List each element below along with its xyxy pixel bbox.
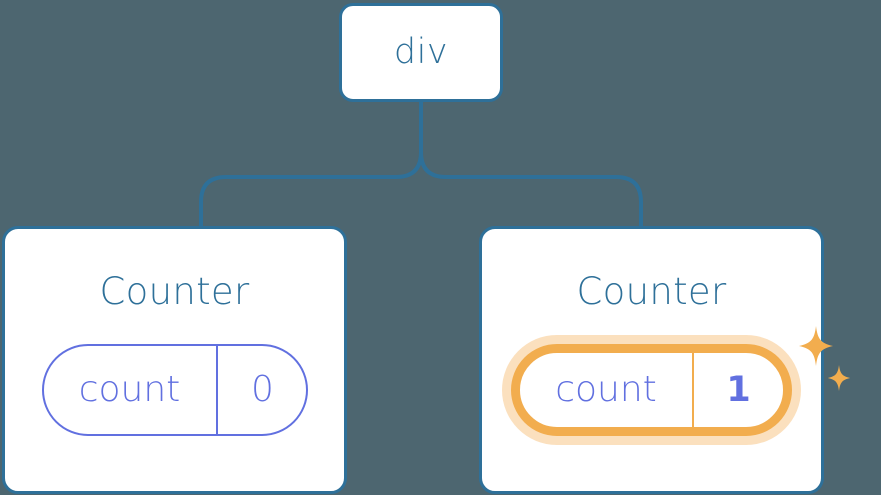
node-counter-left[interactable]: Counter count 0 bbox=[2, 226, 347, 494]
state-pill-right[interactable]: count 1 bbox=[511, 344, 792, 436]
state-key-right: count bbox=[555, 369, 657, 410]
node-counter-right[interactable]: Counter count 1 bbox=[479, 226, 851, 494]
state-divider-left bbox=[215, 346, 218, 434]
node-div[interactable]: div bbox=[339, 3, 503, 102]
state-divider-right bbox=[692, 353, 694, 427]
node-div-label: div bbox=[393, 32, 449, 72]
sparkle-group bbox=[799, 326, 851, 391]
state-value-left: 0 bbox=[251, 369, 274, 410]
state-value-right: 1 bbox=[726, 369, 751, 410]
state-pill-left[interactable]: count 0 bbox=[41, 344, 308, 436]
connector-branch-left bbox=[199, 150, 423, 228]
sparkle-small-icon bbox=[827, 365, 851, 391]
state-pill-right-wrapper: count 1 bbox=[511, 326, 851, 436]
sparkle-large-icon bbox=[799, 326, 833, 366]
state-pill-left-wrapper: count 0 bbox=[41, 344, 308, 436]
state-key-left: count bbox=[78, 369, 181, 410]
connector-branch-right bbox=[419, 150, 643, 228]
counter-left-title: Counter bbox=[99, 270, 250, 313]
counter-right-title: Counter bbox=[576, 270, 727, 313]
